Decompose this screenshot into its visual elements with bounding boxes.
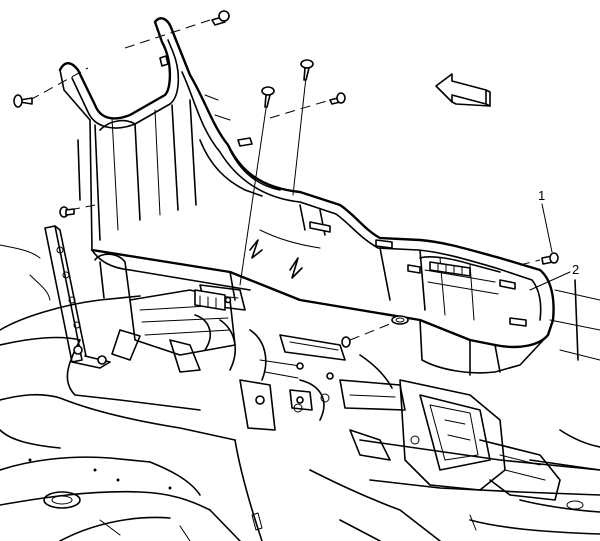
callout-2: 2 — [529, 262, 579, 291]
left-bracket — [0, 225, 111, 369]
callout-2-label: 2 — [572, 262, 579, 277]
fasteners — [13, 10, 559, 348]
callout-1-label: 1 — [538, 188, 545, 203]
wiring-harness — [111, 284, 393, 431]
shifter-base-assembly — [293, 379, 600, 501]
break-lines — [249, 239, 303, 279]
floor-pan — [0, 279, 600, 541]
console-body — [58, 17, 555, 376]
forward-direction-arrow-icon — [435, 73, 491, 107]
callout-1: 1 — [538, 188, 553, 253]
